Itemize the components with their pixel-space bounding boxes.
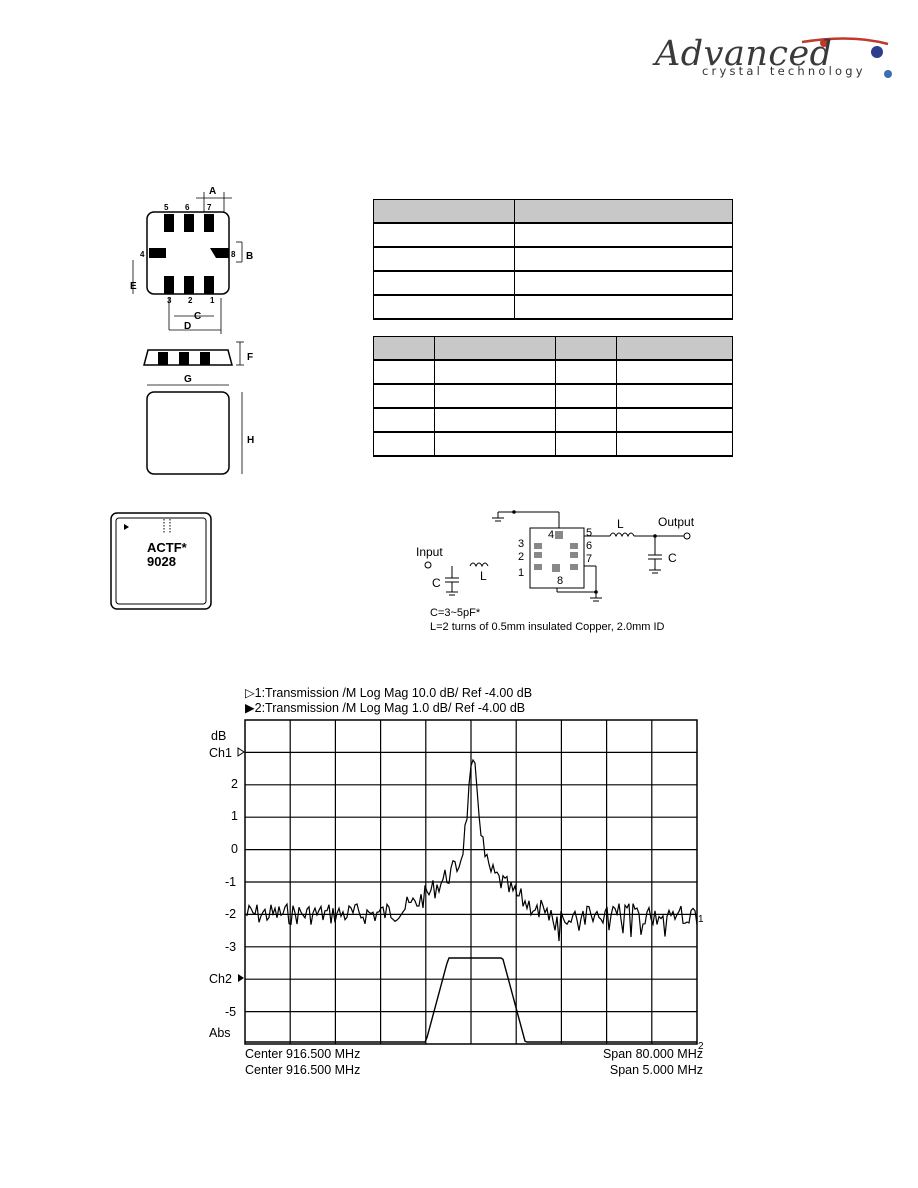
- y-label-m1: -1: [225, 875, 236, 889]
- sch-pin-5: 5: [586, 527, 592, 539]
- sch-pin-3: 3: [518, 538, 524, 550]
- sch-pin-2: 2: [518, 551, 524, 563]
- y-label-m2: -2: [225, 907, 236, 921]
- network-analyzer-plot: ▷1:Transmission /M Log Mag 10.0 dB/ Ref …: [209, 686, 704, 1077]
- dimension-table: [373, 199, 733, 320]
- dim-label-b: B: [246, 251, 253, 262]
- y-label-m5: -5: [225, 1005, 236, 1019]
- pin1-marker-icon: [124, 524, 129, 530]
- y-label-abs: Abs: [209, 1026, 231, 1040]
- footer-span-2: Span 5.000 MHz: [610, 1063, 703, 1077]
- pad-label-6: 6: [185, 203, 190, 212]
- sch-output-cap-label: C: [668, 551, 677, 565]
- dim-label-a: A: [209, 186, 216, 197]
- sch-input-cap-label: C: [432, 576, 441, 590]
- sch-input-inductor-label: L: [480, 569, 487, 583]
- dim-label-c: C: [194, 311, 201, 322]
- dim-label-h: H: [247, 435, 254, 446]
- trace2-passband: [245, 957, 697, 1043]
- right-marker-2: 2: [698, 1041, 704, 1052]
- pad-label-3: 3: [167, 296, 172, 305]
- sch-pin-1: 1: [518, 567, 524, 579]
- sch-pin-7: 7: [586, 553, 592, 565]
- y-label-m3: -3: [225, 940, 236, 954]
- test-circuit-schematic: 4 5 3 6 2 7 1 8 L Output C Input C L C=3…: [416, 510, 695, 633]
- right-marker-1: 1: [698, 914, 704, 925]
- trace1-wideband: [244, 758, 698, 942]
- trace2-header: ▶2:Transmission /M Log Mag 1.0 dB/ Ref -…: [245, 701, 525, 715]
- y-label-2: 2: [231, 777, 238, 791]
- company-logo: Advanced crystal technology: [652, 34, 897, 90]
- dim-label-d: D: [184, 321, 191, 332]
- sch-pin-6: 6: [586, 540, 592, 552]
- dim-label-f: F: [247, 352, 253, 363]
- pad-label-7: 7: [207, 203, 212, 212]
- y-unit-label: dB: [211, 729, 226, 743]
- part-marking-drawing: ACTF* 9028: [110, 512, 212, 610]
- pin-connection-table: [373, 336, 733, 457]
- pad-label-8: 8: [231, 250, 236, 259]
- marking-line-1: ACTF*: [147, 540, 188, 555]
- pad-label-5: 5: [164, 203, 169, 212]
- footer-center-2: Center 916.500 MHz: [245, 1063, 360, 1077]
- dim-label-e: E: [130, 281, 137, 292]
- footer-span-1: Span 80.000 MHz: [603, 1047, 703, 1061]
- sch-output-inductor-label: L: [617, 517, 624, 531]
- sch-pin-8: 8: [557, 575, 563, 587]
- sch-input-label: Input: [416, 545, 443, 559]
- sch-pin-4: 4: [548, 529, 554, 541]
- sch-output-label: Output: [658, 515, 695, 529]
- sch-note-l: L=2 turns of 0.5mm insulated Copper, 2.0…: [430, 621, 665, 633]
- logo-tagline: crystal technology: [702, 64, 866, 78]
- dim-label-g: G: [184, 374, 192, 385]
- pad-label-1: 1: [210, 296, 215, 305]
- y-label-ch2: Ch2: [209, 972, 232, 986]
- y-label-ch1: Ch1: [209, 746, 232, 760]
- pad-label-2: 2: [188, 296, 193, 305]
- y-label-1: 1: [231, 809, 238, 823]
- logo-wordmark: Advanced: [655, 34, 833, 74]
- marking-line-2: 9028: [147, 554, 176, 569]
- package-outline-drawing: 5 6 7 4 8 3 2 1 A B E C D F G H: [130, 186, 254, 475]
- trace1-header: ▷1:Transmission /M Log Mag 10.0 dB/ Ref …: [245, 686, 532, 700]
- pad-label-4: 4: [140, 250, 145, 259]
- sch-note-c: C=3~5pF*: [430, 607, 481, 619]
- y-label-0: 0: [231, 842, 238, 856]
- footer-center-1: Center 916.500 MHz: [245, 1047, 360, 1061]
- logo-swoosh-icon: [801, 37, 892, 78]
